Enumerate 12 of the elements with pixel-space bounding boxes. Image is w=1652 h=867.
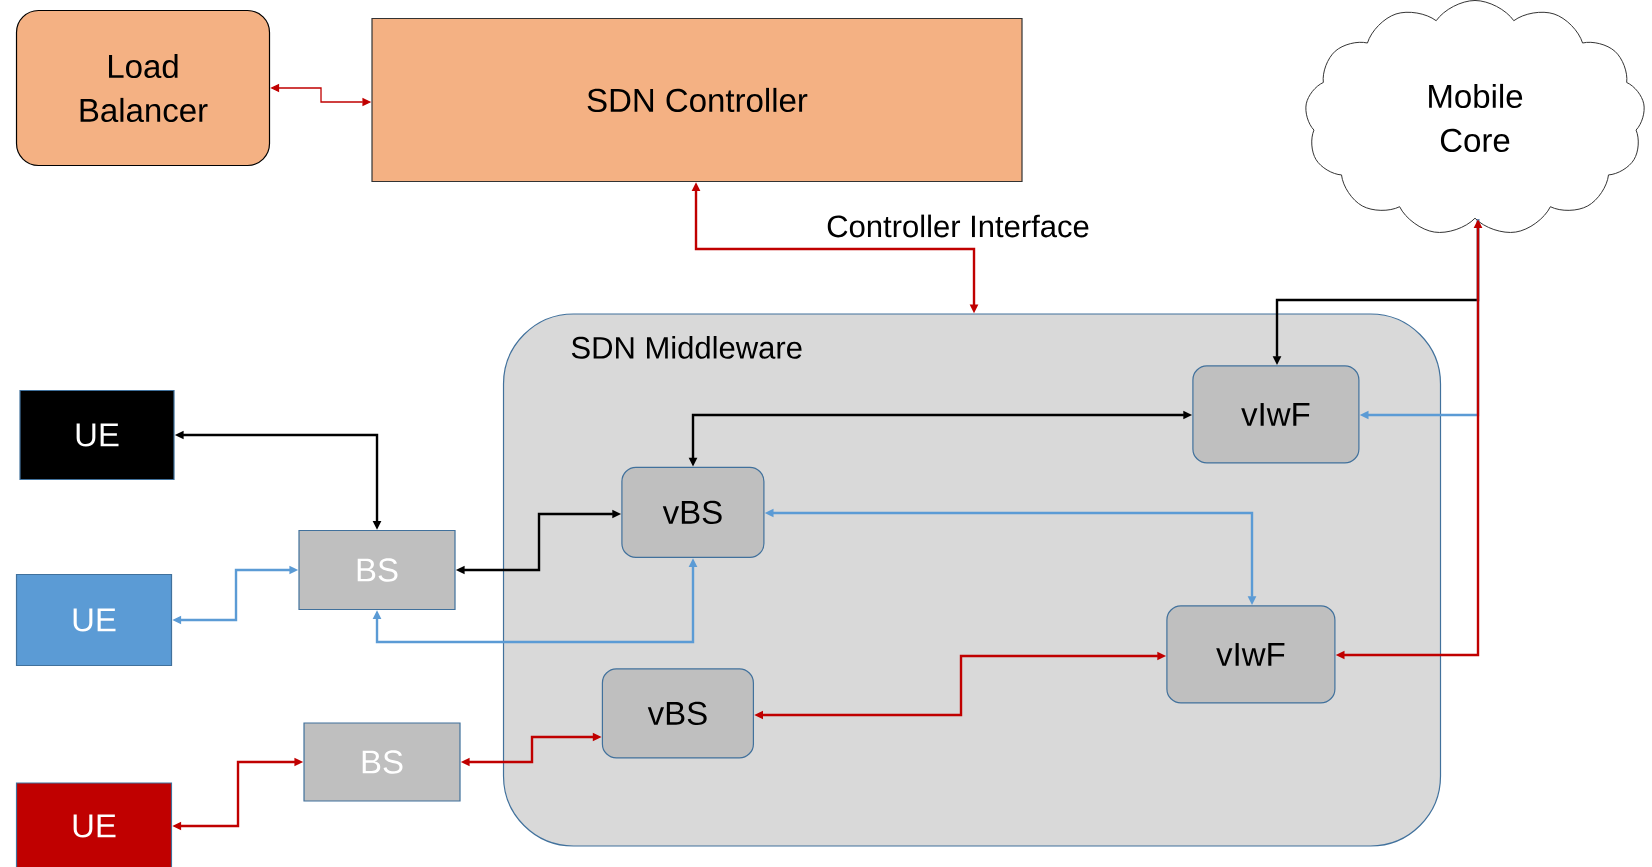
ue-box: UE (15, 782, 173, 867)
function-box: vIwF (1192, 365, 1360, 464)
ue-box: UE (19, 389, 175, 481)
function-box: vIwF (1166, 605, 1336, 704)
load-balancer-box: Load Balancer (15, 9, 271, 167)
ue-box: UE (15, 573, 173, 667)
base-station-box: BS (303, 722, 461, 802)
edge-label: Controller Interface (824, 212, 1092, 240)
base-station-box: BS (298, 529, 456, 611)
function-box: vBS (601, 668, 754, 759)
controller-box: SDN Controller (371, 17, 1023, 183)
function-box: vBS (621, 466, 765, 558)
